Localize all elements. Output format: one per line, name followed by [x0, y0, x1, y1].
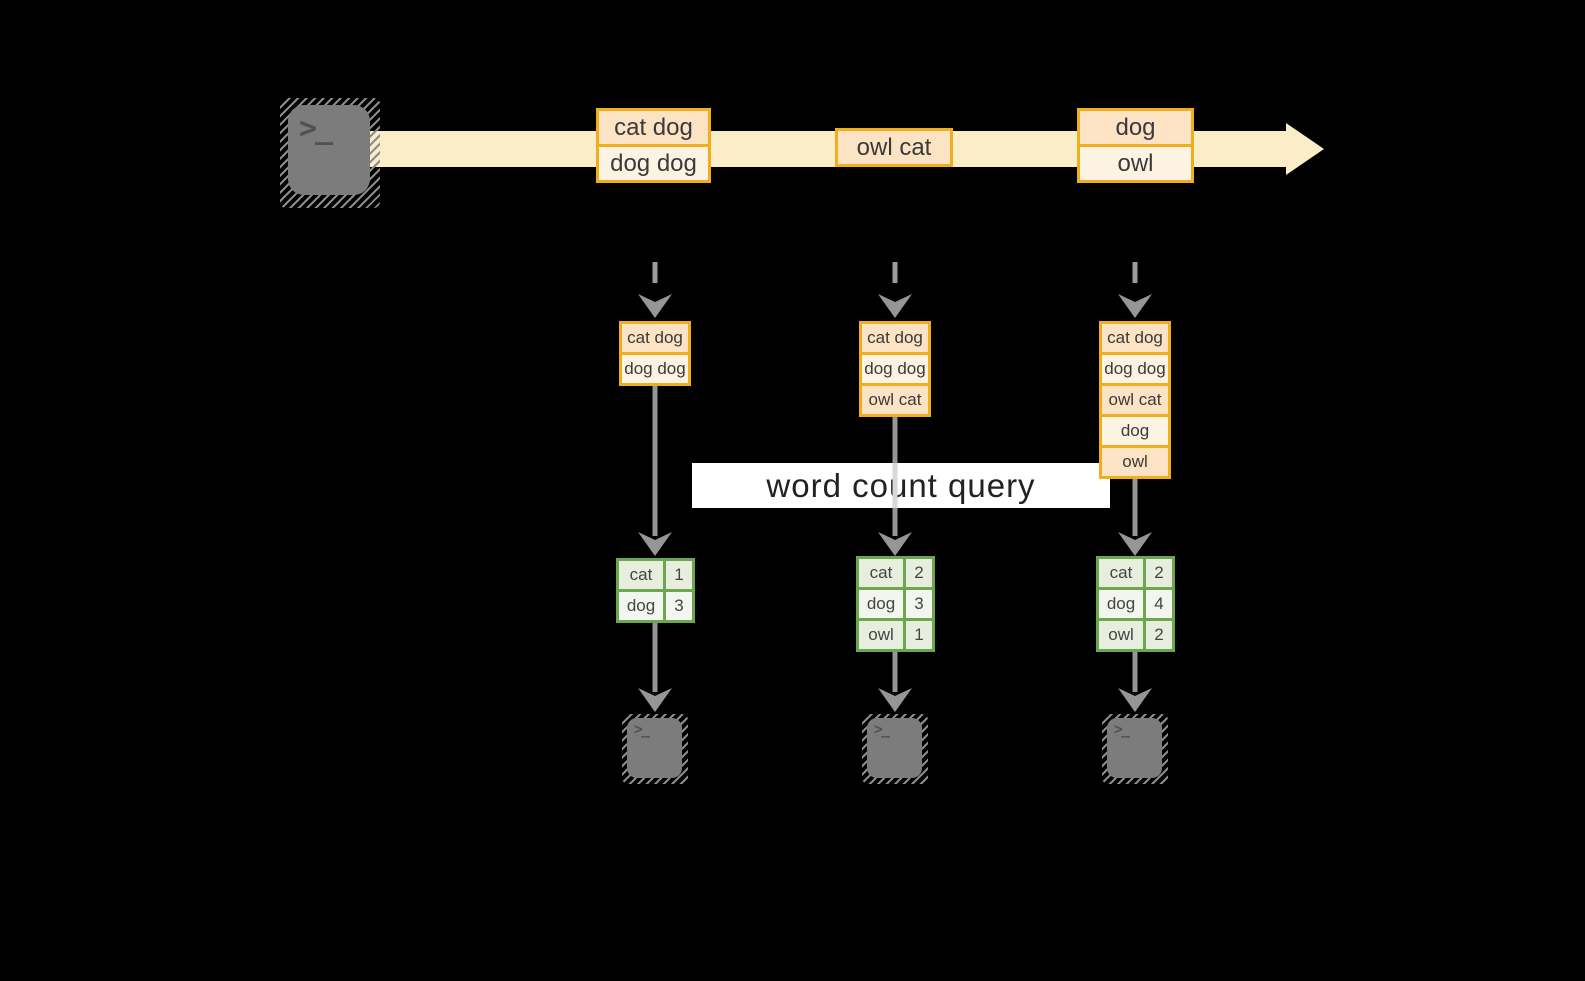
stack-row: dog dog	[619, 352, 691, 386]
stream-event-3: dog owl	[1077, 108, 1194, 183]
stack-row: cat dog	[619, 321, 691, 355]
sink-terminal-icon-3: >_	[1102, 714, 1168, 784]
count-value: 1	[906, 621, 932, 649]
stack-row: dog dog	[859, 352, 931, 386]
count-value: 1	[666, 561, 692, 589]
event-line: dog	[1077, 108, 1194, 147]
input-stack-1: cat dog dog dog	[619, 321, 691, 386]
count-table-2: cat 2 dog 3 owl 1	[856, 556, 935, 652]
stack-row: owl cat	[1099, 383, 1171, 417]
count-value: 4	[1146, 590, 1172, 618]
terminal-prompt-icon: >_	[634, 720, 650, 738]
count-table-1: cat 1 dog 3	[616, 558, 695, 623]
stream-arrowhead-icon	[1286, 123, 1324, 175]
input-stack-2: cat dog dog dog owl cat	[859, 321, 931, 417]
count-value: 2	[1146, 559, 1172, 587]
count-word: dog	[1099, 590, 1143, 618]
terminal-body: >_	[867, 718, 922, 778]
count-value: 3	[666, 592, 692, 620]
stack-row: cat dog	[1099, 321, 1171, 355]
count-word: owl	[859, 621, 903, 649]
stack-row: owl cat	[859, 383, 931, 417]
stream-event-1: cat dog dog dog	[596, 108, 711, 183]
query-band: word count query	[692, 463, 1110, 508]
count-value: 2	[1146, 621, 1172, 649]
event-line: cat dog	[596, 108, 711, 147]
count-value: 3	[906, 590, 932, 618]
sink-terminal-icon-1: >_	[622, 714, 688, 784]
terminal-body: >_	[1107, 718, 1162, 778]
count-value: 2	[906, 559, 932, 587]
stream-event-2: owl cat	[835, 128, 953, 167]
stack-row: dog dog	[1099, 352, 1171, 386]
stack-row: dog	[1099, 414, 1171, 448]
terminal-body: >_	[288, 105, 370, 195]
input-stack-3: cat dog dog dog owl cat dog owl	[1099, 321, 1171, 479]
event-line: dog dog	[596, 144, 711, 183]
event-line: owl	[1077, 144, 1194, 183]
terminal-body: >_	[627, 718, 682, 778]
stack-row: owl	[1099, 445, 1171, 479]
count-word: cat	[1099, 559, 1143, 587]
terminal-prompt-icon: >_	[1114, 720, 1130, 738]
count-word: cat	[859, 559, 903, 587]
count-word: dog	[619, 592, 663, 620]
query-label: word count query	[766, 466, 1036, 504]
count-word: dog	[859, 590, 903, 618]
source-terminal-icon: >_	[280, 98, 380, 208]
count-table-3: cat 2 dog 4 owl 2	[1096, 556, 1175, 652]
sink-terminal-icon-2: >_	[862, 714, 928, 784]
event-line: owl cat	[835, 128, 953, 167]
count-word: cat	[619, 561, 663, 589]
stack-row: cat dog	[859, 321, 931, 355]
terminal-prompt-icon: >_	[874, 720, 890, 738]
count-word: owl	[1099, 621, 1143, 649]
terminal-prompt-icon: >_	[299, 111, 333, 146]
